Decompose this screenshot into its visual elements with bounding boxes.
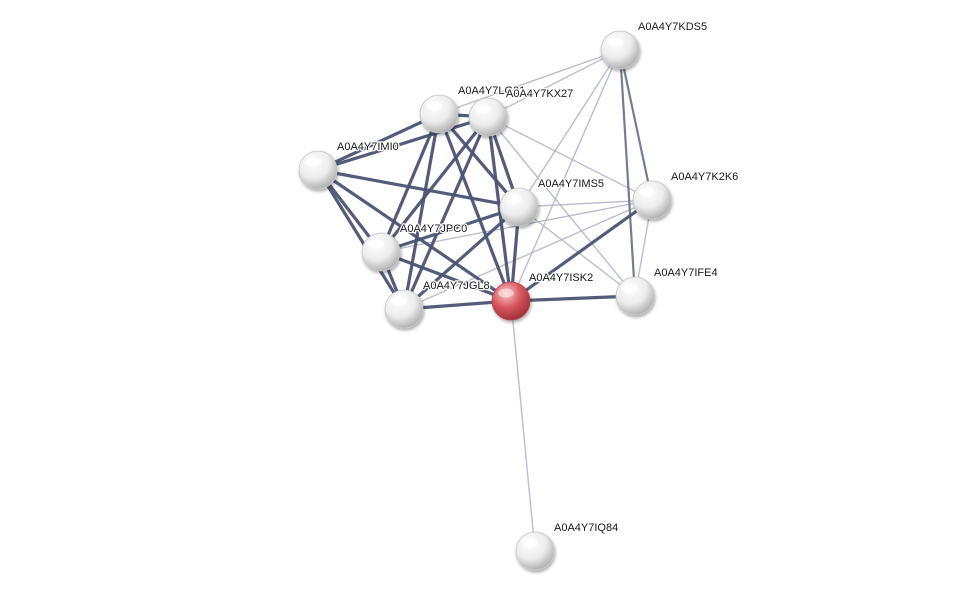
node-label-imi0: A0A4Y7IMI0 (337, 141, 399, 153)
edge-jpc0-ims5 (379, 205, 521, 254)
node-jgl8[interactable] (384, 289, 424, 329)
node-ball-ims5[interactable] (499, 187, 539, 227)
node-ball-jgl8[interactable] (384, 289, 424, 329)
node-ball-k2k6[interactable] (632, 180, 672, 220)
node-ball-kds5[interactable] (600, 30, 640, 70)
edge-lg21-jgl8 (402, 112, 441, 311)
edge-imi0-jgl8 (316, 168, 406, 311)
node-label-lg21: A0A4Y7LG21 (458, 85, 525, 97)
edge-jgl8-k2k6 (403, 199, 653, 310)
edge-isk2-kds5 (510, 49, 621, 302)
edge-jpc0-isk2 (379, 250, 513, 303)
node-ball-jpc0[interactable] (361, 232, 401, 272)
edge-kx27-k2k6 (487, 116, 653, 201)
node-layer (298, 30, 672, 571)
node-highlight-jgl8 (391, 296, 407, 306)
edge-kx27-kds5 (487, 49, 621, 118)
node-highlight-kds5 (607, 37, 623, 47)
edge-lg21-imi0 (316, 112, 441, 172)
label-layer: A0A4Y7KDS5A0A4Y7LG21A0A4Y7KX27A0A4Y7IMI0… (336, 20, 740, 536)
node-label-isk2: A0A4Y7ISK2 (529, 272, 593, 284)
node-highlight-lg21 (426, 101, 442, 111)
edge-kx27-ife4 (487, 116, 636, 297)
node-lg21[interactable] (419, 94, 459, 134)
node-ball-isk2[interactable] (491, 281, 531, 321)
node-highlight-jpc0 (368, 239, 384, 249)
node-label-ims5: A0A4Y7IMS5 (538, 178, 604, 190)
edge-layer (316, 48, 654, 552)
edge-kds5-ife4 (618, 48, 637, 298)
edge-kx27-isk2 (486, 115, 513, 303)
edge-imi0-isk2 (316, 168, 513, 303)
edge-isk2-ife4 (509, 294, 637, 303)
node-iq84[interactable] (515, 531, 555, 571)
node-highlight-iq84 (522, 538, 538, 548)
node-ball-lg21[interactable] (419, 94, 459, 134)
node-kds5[interactable] (600, 30, 640, 70)
node-label-ife4: A0A4Y7IFE4 (654, 267, 718, 279)
node-label-jgl8: A0A4Y7JGL8 (423, 280, 490, 292)
node-imi0[interactable] (298, 150, 338, 190)
edge-kx27-jgl8 (402, 115, 490, 311)
node-k2k6[interactable] (632, 180, 672, 220)
edge-ims5-ife4 (518, 206, 636, 297)
node-highlight-isk2 (498, 288, 514, 298)
node-label-k2k6: A0A4Y7K2K6 (671, 171, 738, 183)
node-ball-kx27[interactable] (468, 97, 508, 137)
node-ball-iq84[interactable] (515, 531, 555, 571)
node-label-jpc0: A0A4Y7JPC0 (400, 223, 467, 235)
node-jpc0[interactable] (361, 232, 401, 272)
edge-jgl8-ims5 (402, 205, 521, 311)
node-highlight-ims5 (506, 194, 522, 204)
node-ife4[interactable] (615, 276, 655, 316)
node-ball-imi0[interactable] (298, 150, 338, 190)
node-ball-ife4[interactable] (615, 276, 655, 316)
node-highlight-imi0 (305, 157, 321, 167)
node-highlight-k2k6 (639, 187, 655, 197)
node-kx27[interactable] (468, 97, 508, 137)
edge-lg21-isk2 (437, 112, 513, 303)
edge-imi0-ims5 (316, 168, 521, 209)
node-highlight-ife4 (622, 283, 638, 293)
edge-lg21-kds5 (438, 49, 621, 115)
node-highlight-kx27 (475, 104, 491, 114)
node-label-kds5: A0A4Y7KDS5 (638, 21, 707, 33)
node-label-iq84: A0A4Y7IQ84 (554, 522, 618, 534)
node-label-kx27: A0A4Y7KX27 (506, 88, 573, 100)
edge-ims5-kds5 (518, 49, 621, 208)
edge-kx27-jpc0 (379, 115, 490, 254)
edge-kx27-imi0 (316, 115, 490, 172)
edge-isk2-k2k6 (509, 198, 654, 303)
edge-isk2-iq84 (510, 300, 536, 552)
edge-kds5-k2k6 (618, 48, 654, 202)
node-isk2[interactable] (491, 281, 531, 321)
edge-lg21-jpc0 (379, 112, 441, 254)
node-ims5[interactable] (499, 187, 539, 227)
